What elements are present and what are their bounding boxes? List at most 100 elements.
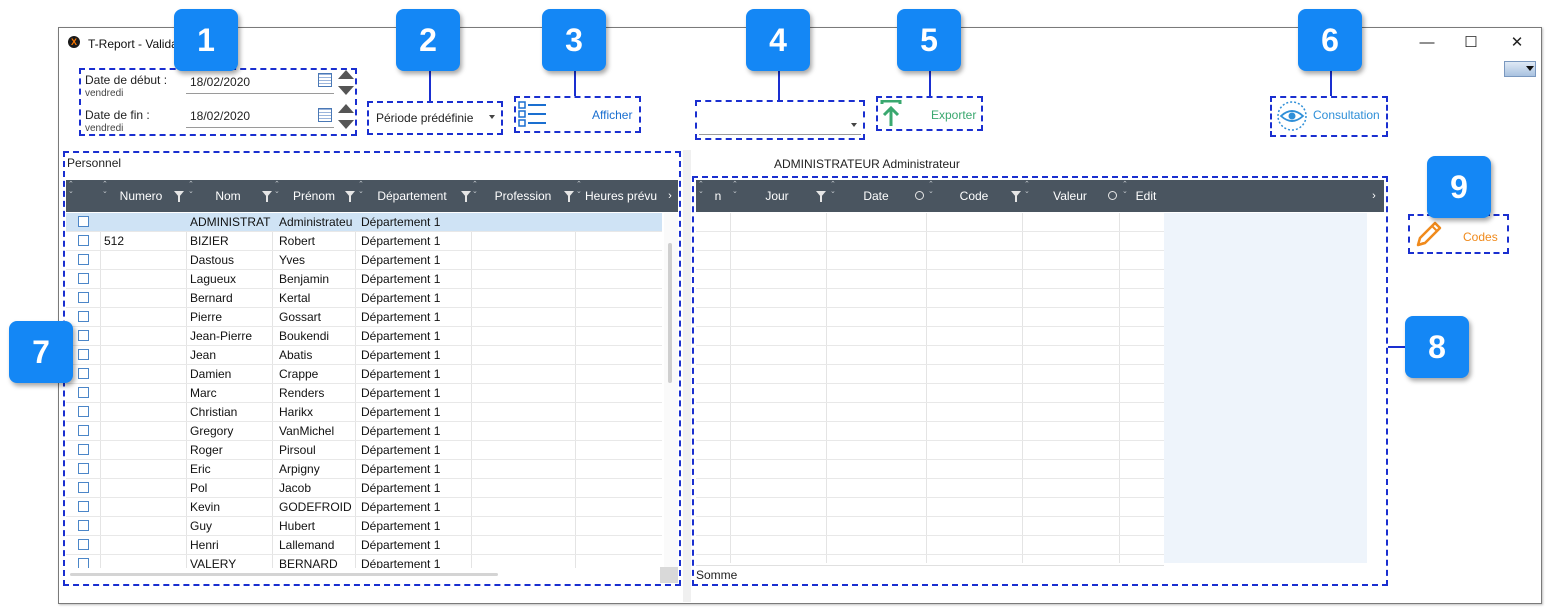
row-checkbox[interactable] bbox=[78, 311, 89, 322]
row-checkbox[interactable] bbox=[78, 501, 89, 512]
selection-dropdown[interactable] bbox=[695, 100, 865, 140]
end-date-increment[interactable] bbox=[338, 104, 354, 113]
maximize-button[interactable]: ☐ bbox=[1464, 34, 1478, 51]
detail-row[interactable] bbox=[696, 327, 1164, 346]
detail-row[interactable] bbox=[696, 517, 1164, 536]
personnel-vertical-scrollbar[interactable] bbox=[664, 213, 678, 568]
close-button[interactable]: ✕ bbox=[1510, 34, 1524, 51]
row-checkbox[interactable] bbox=[78, 330, 89, 341]
detail-row[interactable] bbox=[696, 441, 1164, 460]
filter-icon[interactable] bbox=[345, 191, 355, 202]
consultation-button[interactable] bbox=[1270, 96, 1388, 137]
row-checkbox[interactable] bbox=[78, 539, 89, 550]
detail-row[interactable] bbox=[696, 536, 1164, 555]
filter-icon[interactable] bbox=[1011, 191, 1021, 202]
search-icon[interactable] bbox=[915, 191, 924, 200]
personnel-horizontal-scrollbar[interactable] bbox=[70, 573, 498, 576]
row-checkbox[interactable] bbox=[78, 406, 89, 417]
export-button[interactable] bbox=[876, 96, 983, 131]
row-checkbox[interactable] bbox=[78, 292, 89, 303]
row-checkbox[interactable] bbox=[78, 368, 89, 379]
column-header-profession[interactable]: Profession bbox=[494, 189, 552, 203]
filter-icon[interactable] bbox=[461, 191, 471, 202]
column-header-n[interactable]: n bbox=[714, 189, 722, 203]
filter-icon[interactable] bbox=[174, 191, 184, 202]
start-date-decrement[interactable] bbox=[338, 86, 354, 95]
column-header-jour[interactable]: Jour bbox=[765, 189, 789, 203]
column-header-nom[interactable]: Nom bbox=[215, 189, 241, 203]
row-checkbox[interactable] bbox=[78, 558, 89, 568]
column-header-valeur[interactable]: Valeur bbox=[1053, 189, 1087, 203]
column-header-code[interactable]: Code bbox=[959, 189, 989, 203]
row-checkbox[interactable] bbox=[78, 254, 89, 265]
vertical-scroll-thumb[interactable] bbox=[668, 243, 672, 383]
detail-row[interactable] bbox=[696, 346, 1164, 365]
row-checkbox[interactable] bbox=[78, 463, 89, 474]
column-header-prenom[interactable]: Prénom bbox=[292, 189, 336, 203]
minimize-button[interactable]: — bbox=[1419, 34, 1435, 51]
scroll-right-icon[interactable]: › bbox=[1372, 190, 1376, 202]
row-checkbox[interactable] bbox=[78, 444, 89, 455]
row-checkbox[interactable] bbox=[78, 273, 89, 284]
panel-splitter[interactable] bbox=[683, 150, 691, 602]
detail-row[interactable] bbox=[696, 232, 1164, 251]
show-button[interactable] bbox=[514, 96, 641, 133]
detail-row[interactable] bbox=[696, 251, 1164, 270]
predefined-period-dropdown[interactable] bbox=[367, 101, 503, 135]
detail-row[interactable] bbox=[696, 270, 1164, 289]
filter-icon[interactable] bbox=[262, 191, 272, 202]
column-header-date[interactable]: Date bbox=[863, 189, 889, 203]
row-checkbox[interactable] bbox=[78, 425, 89, 436]
end-date-field[interactable]: 18/02/2020 bbox=[190, 109, 251, 123]
detail-row[interactable] bbox=[696, 460, 1164, 479]
options-menu-button[interactable] bbox=[1504, 61, 1536, 77]
detail-row[interactable] bbox=[696, 403, 1164, 422]
detail-row[interactable] bbox=[696, 365, 1164, 384]
column-header-heures-prevues[interactable]: Heures prévu bbox=[585, 189, 658, 203]
row-checkbox[interactable] bbox=[78, 482, 89, 493]
row-checkbox[interactable] bbox=[78, 216, 89, 227]
start-date-field[interactable]: 18/02/2020 bbox=[190, 75, 251, 89]
scroll-right-icon[interactable]: › bbox=[668, 190, 672, 202]
column-header-edit[interactable]: Edit bbox=[1135, 189, 1157, 203]
detail-row[interactable] bbox=[696, 384, 1164, 403]
detail-row[interactable] bbox=[696, 479, 1164, 498]
filter-icon[interactable] bbox=[816, 191, 826, 202]
row-checkbox[interactable] bbox=[78, 520, 89, 531]
end-date-decrement[interactable] bbox=[338, 120, 354, 129]
filter-icon[interactable] bbox=[564, 191, 574, 202]
row-checkbox[interactable] bbox=[78, 387, 89, 398]
start-date-increment[interactable] bbox=[338, 70, 354, 79]
search-icon[interactable] bbox=[1108, 191, 1117, 200]
detail-row[interactable] bbox=[696, 308, 1164, 327]
detail-row[interactable] bbox=[696, 289, 1164, 308]
column-header-departement[interactable]: Département bbox=[377, 189, 447, 203]
detail-row[interactable] bbox=[696, 422, 1164, 441]
end-calendar-icon[interactable] bbox=[318, 108, 332, 122]
detail-row[interactable] bbox=[696, 498, 1164, 517]
column-header-numero[interactable]: Numero bbox=[119, 189, 163, 203]
row-checkbox[interactable] bbox=[78, 235, 89, 246]
row-checkbox[interactable] bbox=[78, 349, 89, 360]
start-calendar-icon[interactable] bbox=[318, 73, 332, 87]
detail-row[interactable] bbox=[696, 213, 1164, 232]
